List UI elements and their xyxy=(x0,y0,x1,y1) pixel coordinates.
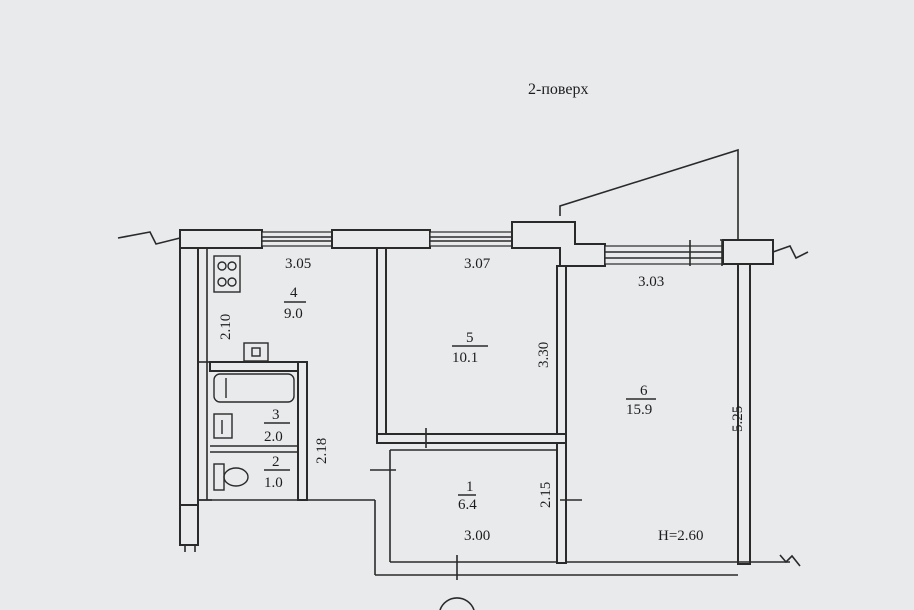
room-number: 5 xyxy=(466,330,474,346)
dim-hall-bottom: 3.00 xyxy=(464,528,490,544)
top-wall-step xyxy=(511,221,606,267)
room-number: 2 xyxy=(272,454,280,470)
break-mark-left xyxy=(117,231,181,245)
left-outer-wall xyxy=(179,247,199,539)
top-wall-mid xyxy=(331,229,431,249)
top-wall-right xyxy=(722,239,774,265)
partition-5-6 xyxy=(556,265,567,442)
balcony-outline xyxy=(559,148,739,240)
dim-top-right: 3.03 xyxy=(638,274,664,290)
room-number: 1 xyxy=(466,479,474,495)
right-outer-wall xyxy=(737,263,751,565)
room-number: 4 xyxy=(290,285,298,301)
dim-room5-side: 3.30 xyxy=(536,342,552,368)
room-area: 9.0 xyxy=(284,306,303,322)
toilet-icon xyxy=(213,463,249,491)
dim-room6-side: 5.25 xyxy=(730,406,746,432)
room-area: 15.9 xyxy=(626,402,652,418)
floor-title: 2-поверх xyxy=(528,81,588,98)
room6-window xyxy=(604,245,724,265)
dim-hall-side: 2.15 xyxy=(538,482,554,508)
top-wall-left xyxy=(179,229,263,249)
bathtub-icon xyxy=(213,373,295,403)
kitchen-window xyxy=(261,231,333,247)
washbasin-icon xyxy=(213,413,233,439)
room-number: 6 xyxy=(640,383,648,399)
room5-bottom-wall xyxy=(376,433,567,444)
stove-icon xyxy=(213,255,241,293)
dim-kitchen-side: 2.10 xyxy=(218,314,234,340)
room5-window xyxy=(429,231,513,247)
break-mark-bottom xyxy=(779,554,801,567)
room-area: 2.0 xyxy=(264,429,283,445)
room-number: 3 xyxy=(272,407,280,423)
ceiling-height: H=2.60 xyxy=(658,528,704,544)
dim-bath-side: 2.18 xyxy=(314,438,330,464)
partition-4-5 xyxy=(376,247,387,439)
left-wall-lower xyxy=(179,504,199,546)
room-area: 1.0 xyxy=(264,475,283,491)
room-area: 10.1 xyxy=(452,350,478,366)
partition-1-6 xyxy=(556,442,567,564)
bath-right-wall xyxy=(297,361,308,501)
break-mark-right xyxy=(772,245,809,260)
dim-top-mid: 3.07 xyxy=(464,256,491,272)
room-area: 6.4 xyxy=(458,497,477,513)
bath-block xyxy=(209,361,308,372)
bottom-circle-mark xyxy=(439,597,475,610)
dim-top-left: 3.05 xyxy=(285,256,311,272)
sink-icon xyxy=(243,342,269,362)
